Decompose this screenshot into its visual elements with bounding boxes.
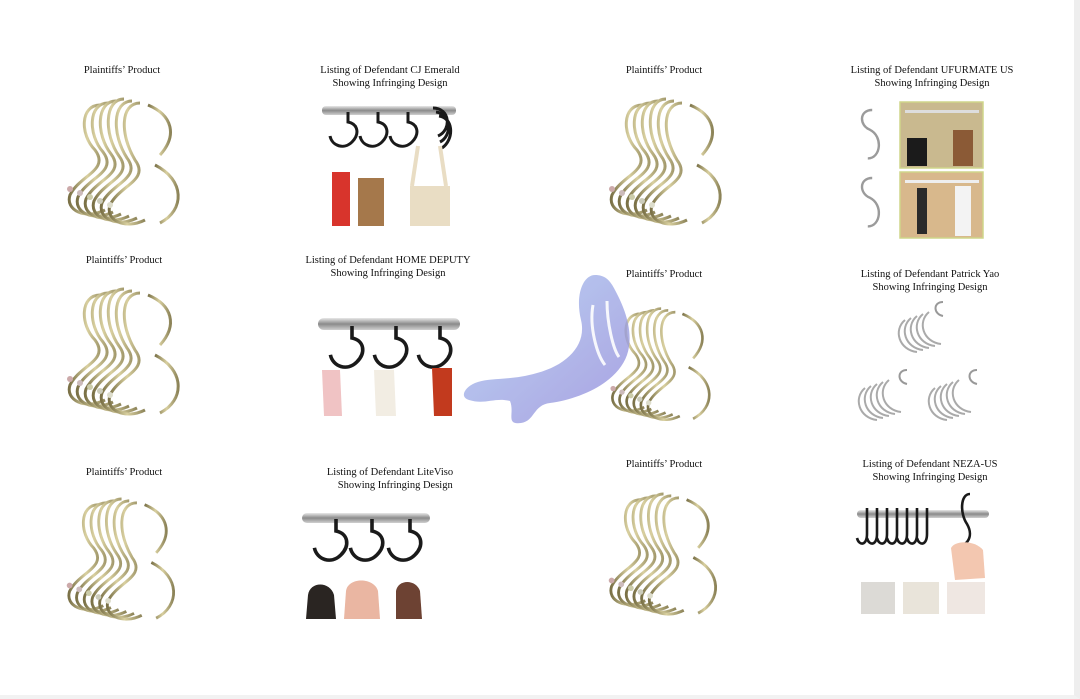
defendant-caption-neza-us: Listing of Defendant NEZA-US Showing Inf… [862,459,998,483]
plaintiff-caption-r3c3: Plaintiffs’ Product [625,459,703,470]
plaintiff-caption-r2c3: Plaintiffs’ Product [625,269,703,280]
defendant-caption-ufurmate-us: Listing of Defendant UFURMATE US Showing… [850,65,1014,89]
defendant-caption-cj-emerald: Listing of Defendant CJ Emerald Showing … [320,65,460,89]
seal-watermark-image [455,265,655,430]
defendant-neza-us-image [855,490,995,616]
defendant-ufurmate-us-image [855,100,985,240]
plaintiff-product-image [60,285,190,420]
defendant-liteviso-image [300,505,432,621]
defendant-caption-home-deputy: Listing of Defendant HOME DEPUTY Showing… [305,255,471,279]
plaintiff-caption-r1c1: Plaintiffs’ Product [83,65,161,76]
plaintiff-product-image [60,95,190,230]
defendant-caption-liteviso: Listing of Defendant LiteViso Showing In… [326,467,454,491]
defendant-caption-patrick-yao: Listing of Defendant Patrick Yao Showing… [860,269,1000,293]
plaintiff-caption-r1c3: Plaintiffs’ Product [625,65,703,76]
defendant-home-deputy-image [316,312,462,418]
plaintiff-caption-r2c1: Plaintiffs’ Product [85,255,163,266]
plaintiff-product-image [602,490,727,620]
plaintiff-caption-r3c1: Plaintiffs’ Product [85,467,163,478]
plaintiff-product-image [602,95,732,230]
plaintiff-product-image [60,495,185,625]
defendant-patrick-yao-image [855,298,995,430]
defendant-cj-emerald-image [318,100,458,228]
